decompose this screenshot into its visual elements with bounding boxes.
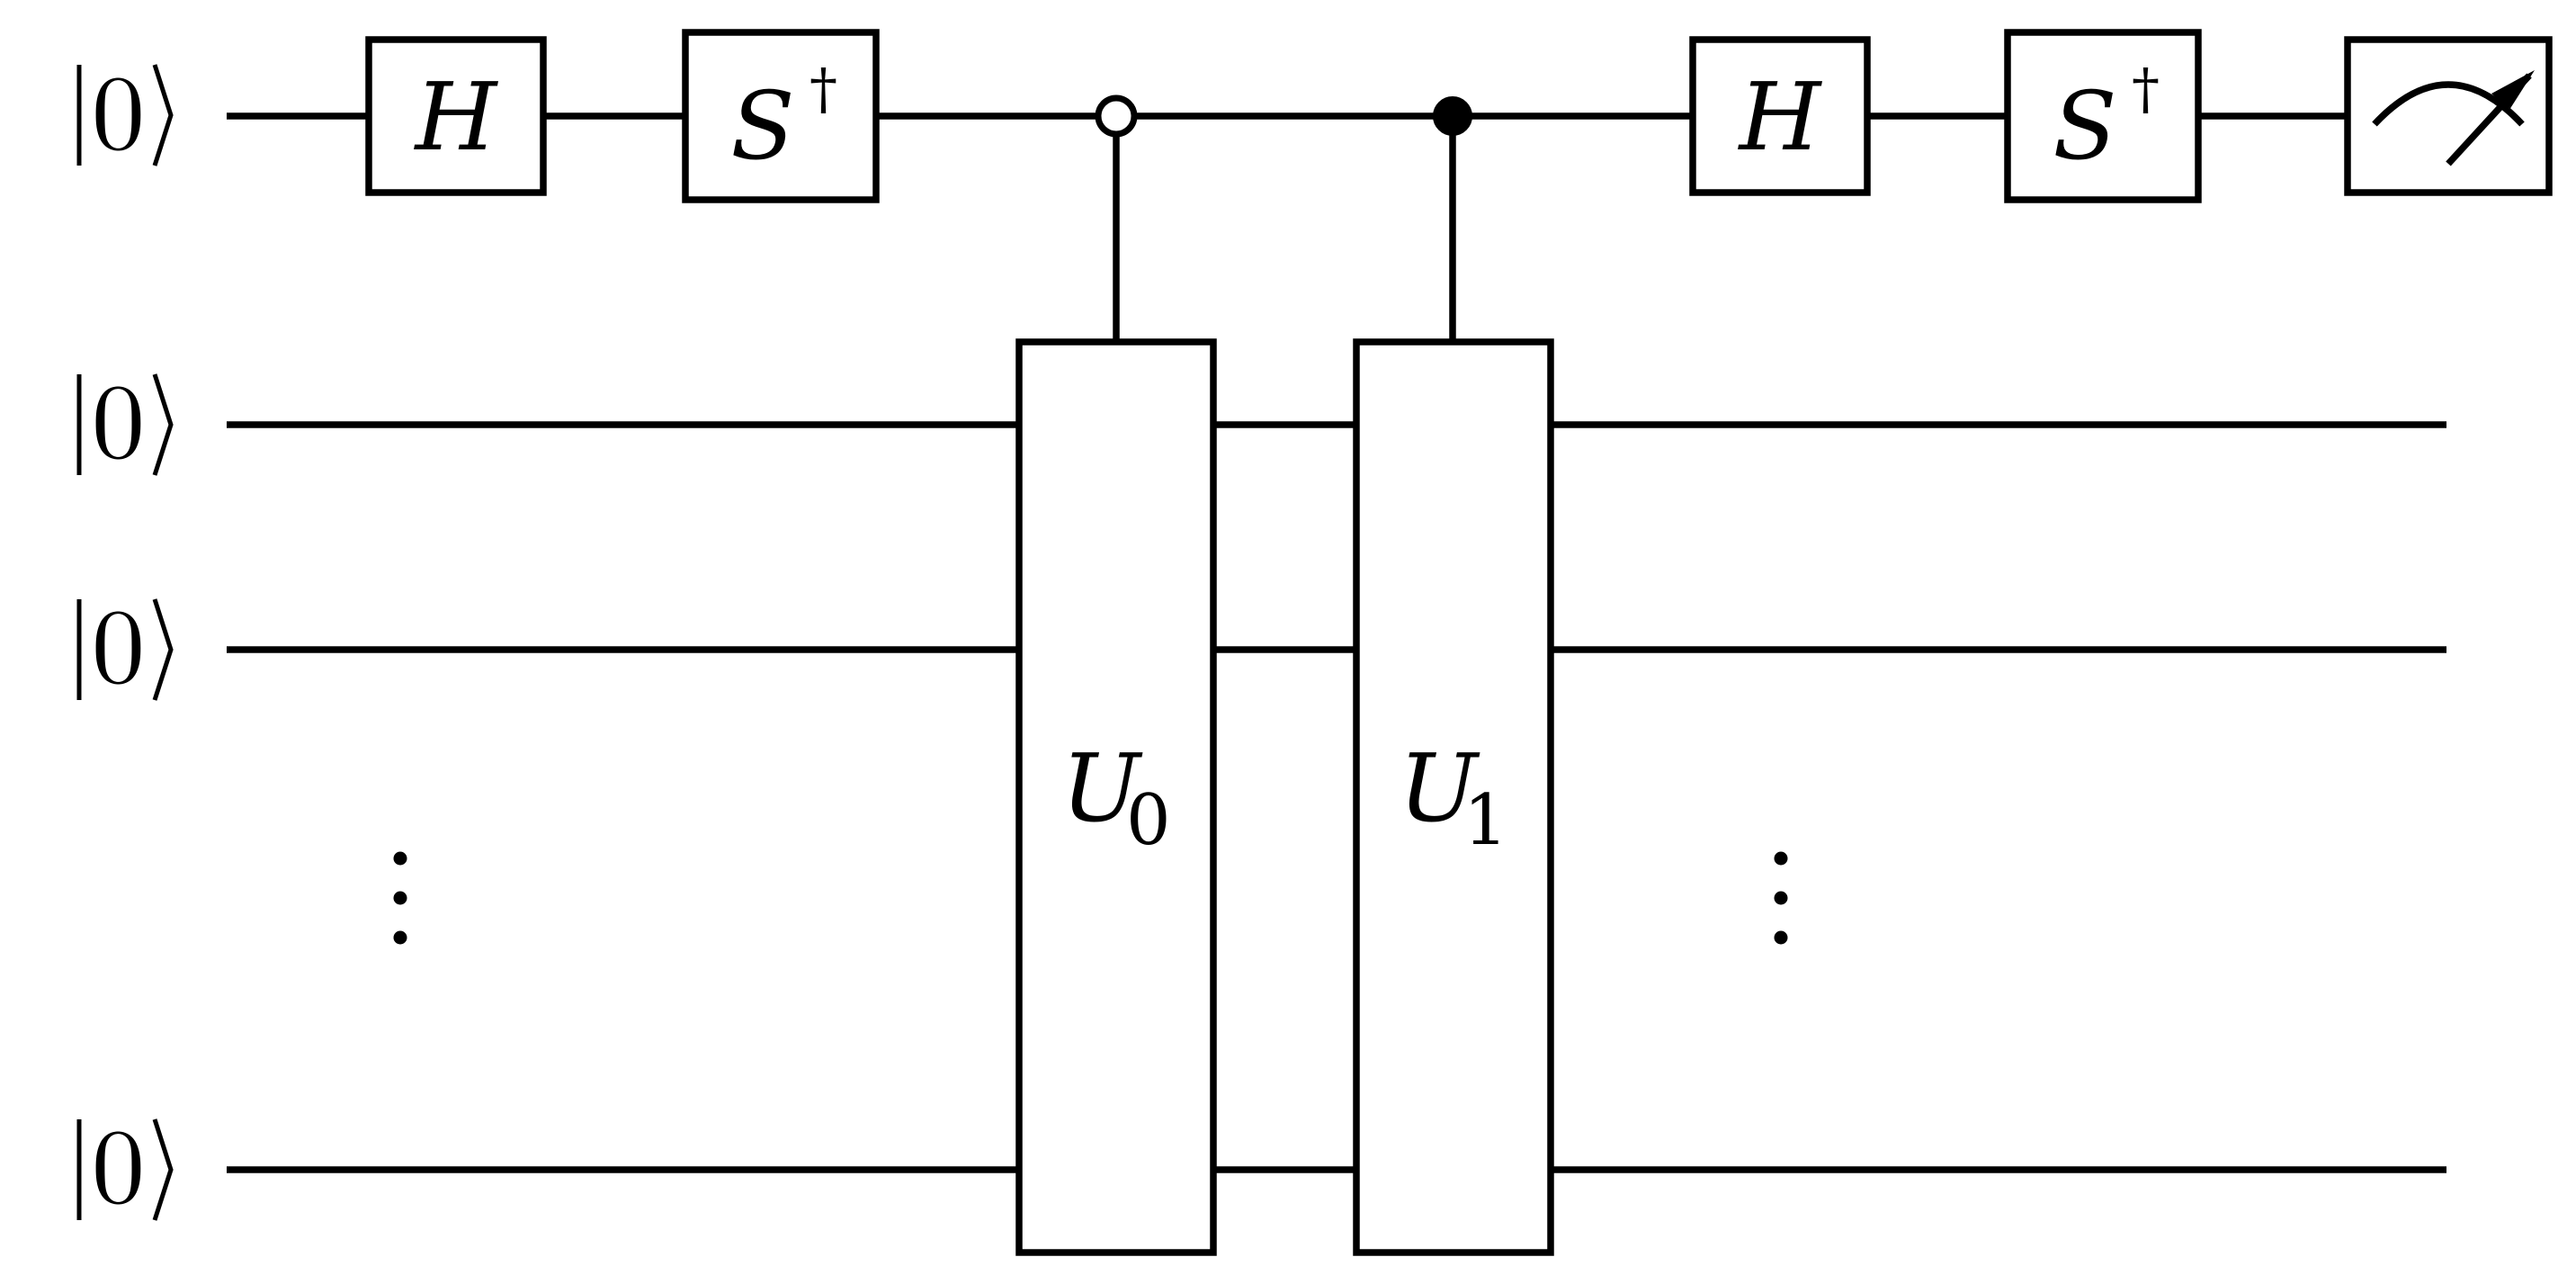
- open-control-dot: [1095, 94, 1138, 138]
- u0-gate: U 0: [1015, 338, 1217, 1256]
- s-dagger-gate-2: S †: [2004, 29, 2202, 203]
- ket-qubit-2: 0: [76, 563, 174, 714]
- gate-label: H: [1738, 62, 1823, 172]
- dagger-superscript: †: [2132, 56, 2160, 121]
- ket-label: 0: [92, 563, 145, 714]
- gate-label: S: [730, 71, 794, 181]
- dagger-superscript: †: [809, 56, 837, 121]
- ket-label: 0: [92, 30, 145, 180]
- u1-gate: U 1: [1353, 338, 1554, 1256]
- gate-label: H: [414, 62, 499, 172]
- vertical-ellipsis-icon: [1774, 851, 1788, 945]
- ket-qubit-0: 0: [76, 30, 174, 180]
- ket-qubit-3: 0: [76, 1083, 174, 1234]
- ket-label: 0: [92, 338, 145, 489]
- meter-icon: [2344, 36, 2553, 196]
- s-dagger-gate-1: S †: [682, 29, 880, 203]
- ket-label: 0: [92, 1083, 145, 1234]
- gate-label: U: [1061, 733, 1143, 843]
- h-gate-2: H: [1689, 36, 1871, 196]
- gate-label: S: [2053, 71, 2116, 181]
- ket-qubit-1: 0: [76, 338, 174, 489]
- filled-control-dot: [1433, 96, 1472, 136]
- h-gate-1: H: [365, 36, 547, 196]
- gate-subscript: 0: [1126, 780, 1171, 861]
- vertical-ellipsis-icon: [393, 851, 407, 945]
- gate-label: U: [1399, 733, 1480, 843]
- gate-subscript: 1: [1463, 780, 1508, 861]
